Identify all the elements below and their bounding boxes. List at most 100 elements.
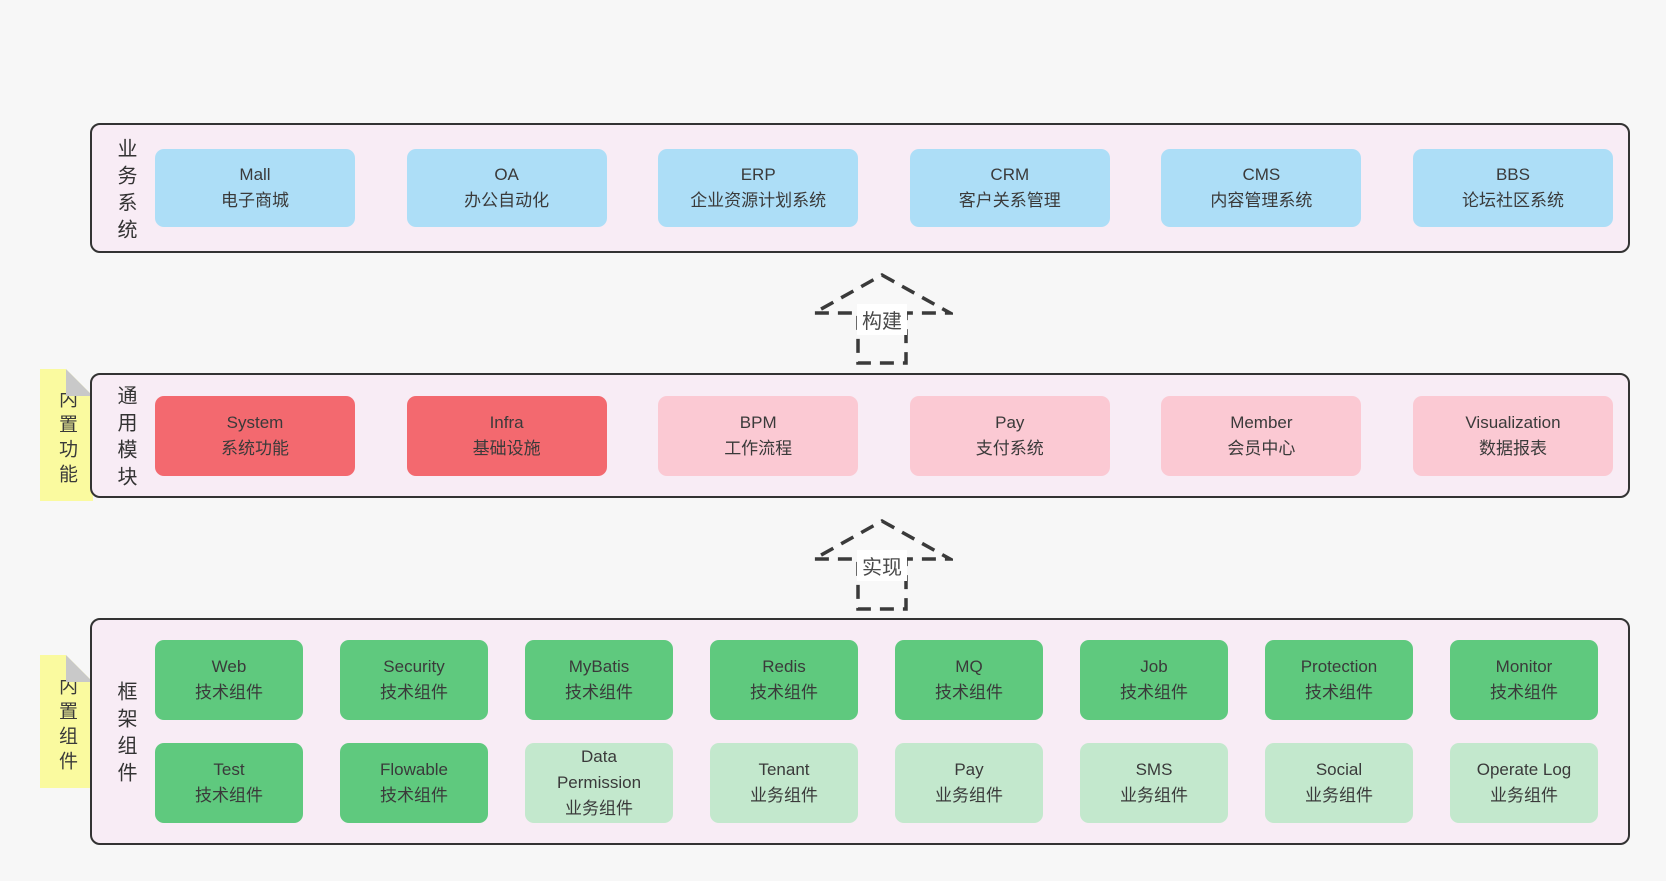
box-title: OA: [494, 165, 519, 185]
folded-corner-icon: [66, 369, 93, 396]
box-title: MQ: [955, 657, 983, 677]
box-pay: Pay 支付系统: [909, 395, 1110, 476]
box-subtitle: 系统功能: [221, 438, 289, 458]
box-title: Tenant: [758, 760, 810, 780]
box-subtitle: 业务组件: [750, 786, 818, 805]
box-mybatis: MyBatis 技术组件: [525, 640, 673, 720]
box-title: Job: [1140, 657, 1168, 677]
box-title: Mall: [239, 165, 271, 185]
box-subtitle: 技术组件: [750, 683, 818, 702]
business-systems-layer: 业务系统 Mall 电子商城 OA 办公自动化 ERP 企业资源计划系统 CRM…: [90, 123, 1630, 253]
box-title: SMS: [1135, 760, 1173, 780]
layer-title-business-systems: 业务系统: [114, 137, 136, 246]
box-subtitle: 工作流程: [724, 438, 793, 458]
implement-arrow: 实现: [811, 518, 953, 612]
note-text: 内置功能: [56, 389, 77, 489]
box-subtitle: 业务组件: [565, 798, 633, 818]
box-title: Flowable: [379, 760, 449, 780]
box-subtitle: 技术组件: [1305, 683, 1373, 702]
biz-components-row: Test 技术组件 Flowable 技术组件 Data Permission …: [155, 743, 1598, 823]
box-subtitle: 业务组件: [1490, 786, 1558, 805]
arrow-label: 构建: [857, 304, 907, 335]
sticky-note-builtin-features: 内置功能: [40, 369, 93, 501]
box-subtitle: 企业资源计划系统: [690, 191, 827, 210]
box-title: MyBatis: [568, 657, 630, 677]
box-title: ERP: [740, 165, 776, 185]
tech-components-row: Web 技术组件 Security 技术组件 MyBatis 技术组件 Redi…: [155, 640, 1598, 720]
box-data-permission: Data Permission 业务组件: [525, 743, 673, 823]
box-title: Operate Log: [1476, 760, 1572, 780]
box-system: System 系统功能: [155, 395, 355, 476]
box-subtitle: 业务组件: [1305, 786, 1373, 805]
box-subtitle: 内容管理系统: [1210, 191, 1313, 210]
box-subtitle: 会员中心: [1227, 438, 1296, 458]
box-subtitle: 业务组件: [935, 786, 1003, 805]
box-title: Pay: [954, 760, 984, 780]
box-subtitle: 技术组件: [195, 786, 263, 805]
build-arrow: 构建: [811, 272, 953, 366]
box-mq: MQ 技术组件: [895, 640, 1043, 720]
box-subtitle: 技术组件: [195, 683, 263, 702]
box-title: BPM: [739, 412, 777, 432]
box-subtitle: 支付系统: [975, 438, 1044, 458]
note-text: 内置组件: [56, 675, 77, 776]
common-modules-boxes: System 系统功能 Infra 基础设施 BPM 工作流程 Pay 支付系统…: [140, 395, 1628, 476]
box-visualization: Visualization 数据报表: [1412, 395, 1613, 476]
box-redis: Redis 技术组件: [710, 640, 858, 720]
box-title: Member: [1230, 412, 1293, 432]
box-title: BBS: [1495, 165, 1530, 185]
sticky-note-builtin-components: 内置组件: [40, 655, 93, 788]
box-monitor: Monitor 技术组件: [1450, 640, 1598, 720]
box-subtitle: 技术组件: [1490, 683, 1558, 702]
box-sms: SMS 业务组件: [1080, 743, 1228, 823]
layer-title-common-modules: 通用模块: [114, 385, 136, 493]
box-title: Protection: [1300, 657, 1378, 677]
box-social: Social 业务组件: [1265, 743, 1413, 823]
box-title: Visualization: [1465, 412, 1561, 432]
box-tenant: Tenant 业务组件: [710, 743, 858, 823]
box-title: Security: [383, 657, 445, 677]
box-subtitle: 业务组件: [1120, 786, 1188, 805]
box-title: CMS: [1242, 165, 1281, 185]
box-crm: CRM 客户关系管理: [909, 149, 1110, 227]
box-oa: OA 办公自动化: [406, 149, 607, 227]
framework-components-rows: Web 技术组件 Security 技术组件 MyBatis 技术组件 Redi…: [140, 640, 1628, 823]
box-operate-log: Operate Log 业务组件: [1450, 743, 1598, 823]
common-modules-layer: 通用模块 System 系统功能 Infra 基础设施 BPM 工作流程 Pay…: [90, 373, 1630, 498]
box-pay-biz: Pay 业务组件: [895, 743, 1043, 823]
arrow-label: 实现: [857, 550, 907, 581]
box-infra: Infra 基础设施: [406, 395, 607, 476]
box-subtitle: 技术组件: [1120, 683, 1188, 702]
box-subtitle: 技术组件: [380, 786, 448, 805]
box-title: Pay: [995, 412, 1025, 432]
box-title: Social: [1315, 760, 1363, 780]
box-subtitle: 电子商城: [221, 191, 289, 210]
box-title: CRM: [990, 165, 1030, 185]
box-erp: ERP 企业资源计划系统: [658, 149, 859, 227]
box-subtitle: 客户关系管理: [958, 191, 1061, 210]
business-systems-boxes: Mall 电子商城 OA 办公自动化 ERP 企业资源计划系统 CRM 客户关系…: [140, 149, 1628, 227]
box-bpm: BPM 工作流程: [658, 395, 859, 476]
folded-corner-icon: [66, 655, 93, 682]
box-subtitle: 技术组件: [565, 683, 633, 702]
box-title: Web: [211, 657, 247, 677]
box-test: Test 技术组件: [155, 743, 303, 823]
box-flowable: Flowable 技术组件: [340, 743, 488, 823]
box-title: Test: [213, 760, 245, 780]
framework-components-layer: 框架组件 Web 技术组件 Security 技术组件 MyBatis 技术组件…: [90, 618, 1630, 845]
box-title: Redis: [762, 657, 806, 677]
box-security: Security 技术组件: [340, 640, 488, 720]
box-cms: CMS 内容管理系统: [1161, 149, 1362, 227]
box-job: Job 技术组件: [1080, 640, 1228, 720]
box-subtitle: 技术组件: [935, 683, 1003, 702]
box-title: Infra: [489, 412, 524, 432]
box-title: Monitor: [1495, 657, 1553, 677]
box-subtitle: 基础设施: [472, 438, 541, 458]
box-title: Data Permission: [556, 747, 642, 793]
box-subtitle: 办公自动化: [464, 191, 550, 210]
box-bbs: BBS 论坛社区系统: [1412, 149, 1613, 227]
box-protection: Protection 技术组件: [1265, 640, 1413, 720]
box-web: Web 技术组件: [155, 640, 303, 720]
box-subtitle: 数据报表: [1478, 438, 1547, 458]
box-title: System: [226, 412, 284, 432]
